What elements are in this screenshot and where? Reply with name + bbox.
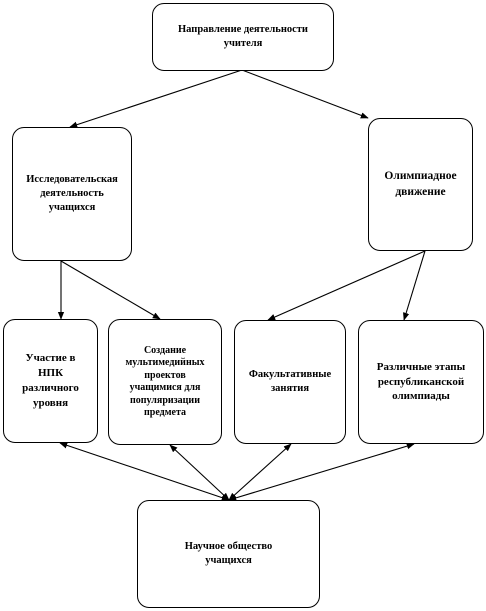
research-activity-box: Исследовательская деятельность учащихся xyxy=(12,127,132,261)
edge-society-multimedia xyxy=(169,444,230,501)
facultative-classes-label: Факультативные занятия xyxy=(248,368,332,394)
olympiad-movement-label: Олимпиадное движение xyxy=(384,169,457,198)
npk-participation-box: Участие в НПК различного уровня xyxy=(3,319,98,443)
republican-olympiad-stages-label: Различные этапы республиканской олимпиад… xyxy=(376,360,466,403)
republican-olympiad-stages-box: Различные этапы республиканской олимпиад… xyxy=(358,320,484,444)
multimedia-projects-label: Создание мультимедийных проектов учащими… xyxy=(125,344,205,419)
teacher-activity-direction-label: Направление деятельности учителя xyxy=(178,23,308,49)
edge-olympiad-to-republican xyxy=(403,250,426,321)
edge-society-republican xyxy=(228,443,415,501)
student-scientific-society-label: Научное общество учащихся xyxy=(184,540,273,566)
edge-top-to-research xyxy=(69,69,243,128)
edge-olympiad-to-facultative xyxy=(267,250,426,321)
facultative-classes-box: Факультативные занятия xyxy=(234,320,346,444)
olympiad-movement-box: Олимпиадное движение xyxy=(368,118,473,251)
research-activity-label: Исследовательская деятельность учащихся xyxy=(26,173,118,214)
student-scientific-society-box: Научное общество учащихся xyxy=(137,500,320,608)
multimedia-projects-box: Создание мультимедийных проектов учащими… xyxy=(108,319,222,445)
edge-top-to-olympiad xyxy=(241,69,369,119)
edge-society-facultative xyxy=(228,443,292,501)
edge-research-to-multimedia xyxy=(60,260,161,320)
teacher-activity-direction-box: Направление деятельности учителя xyxy=(152,3,334,71)
npk-participation-label: Участие в НПК различного уровня xyxy=(22,352,79,409)
edge-society-npk xyxy=(59,442,230,501)
